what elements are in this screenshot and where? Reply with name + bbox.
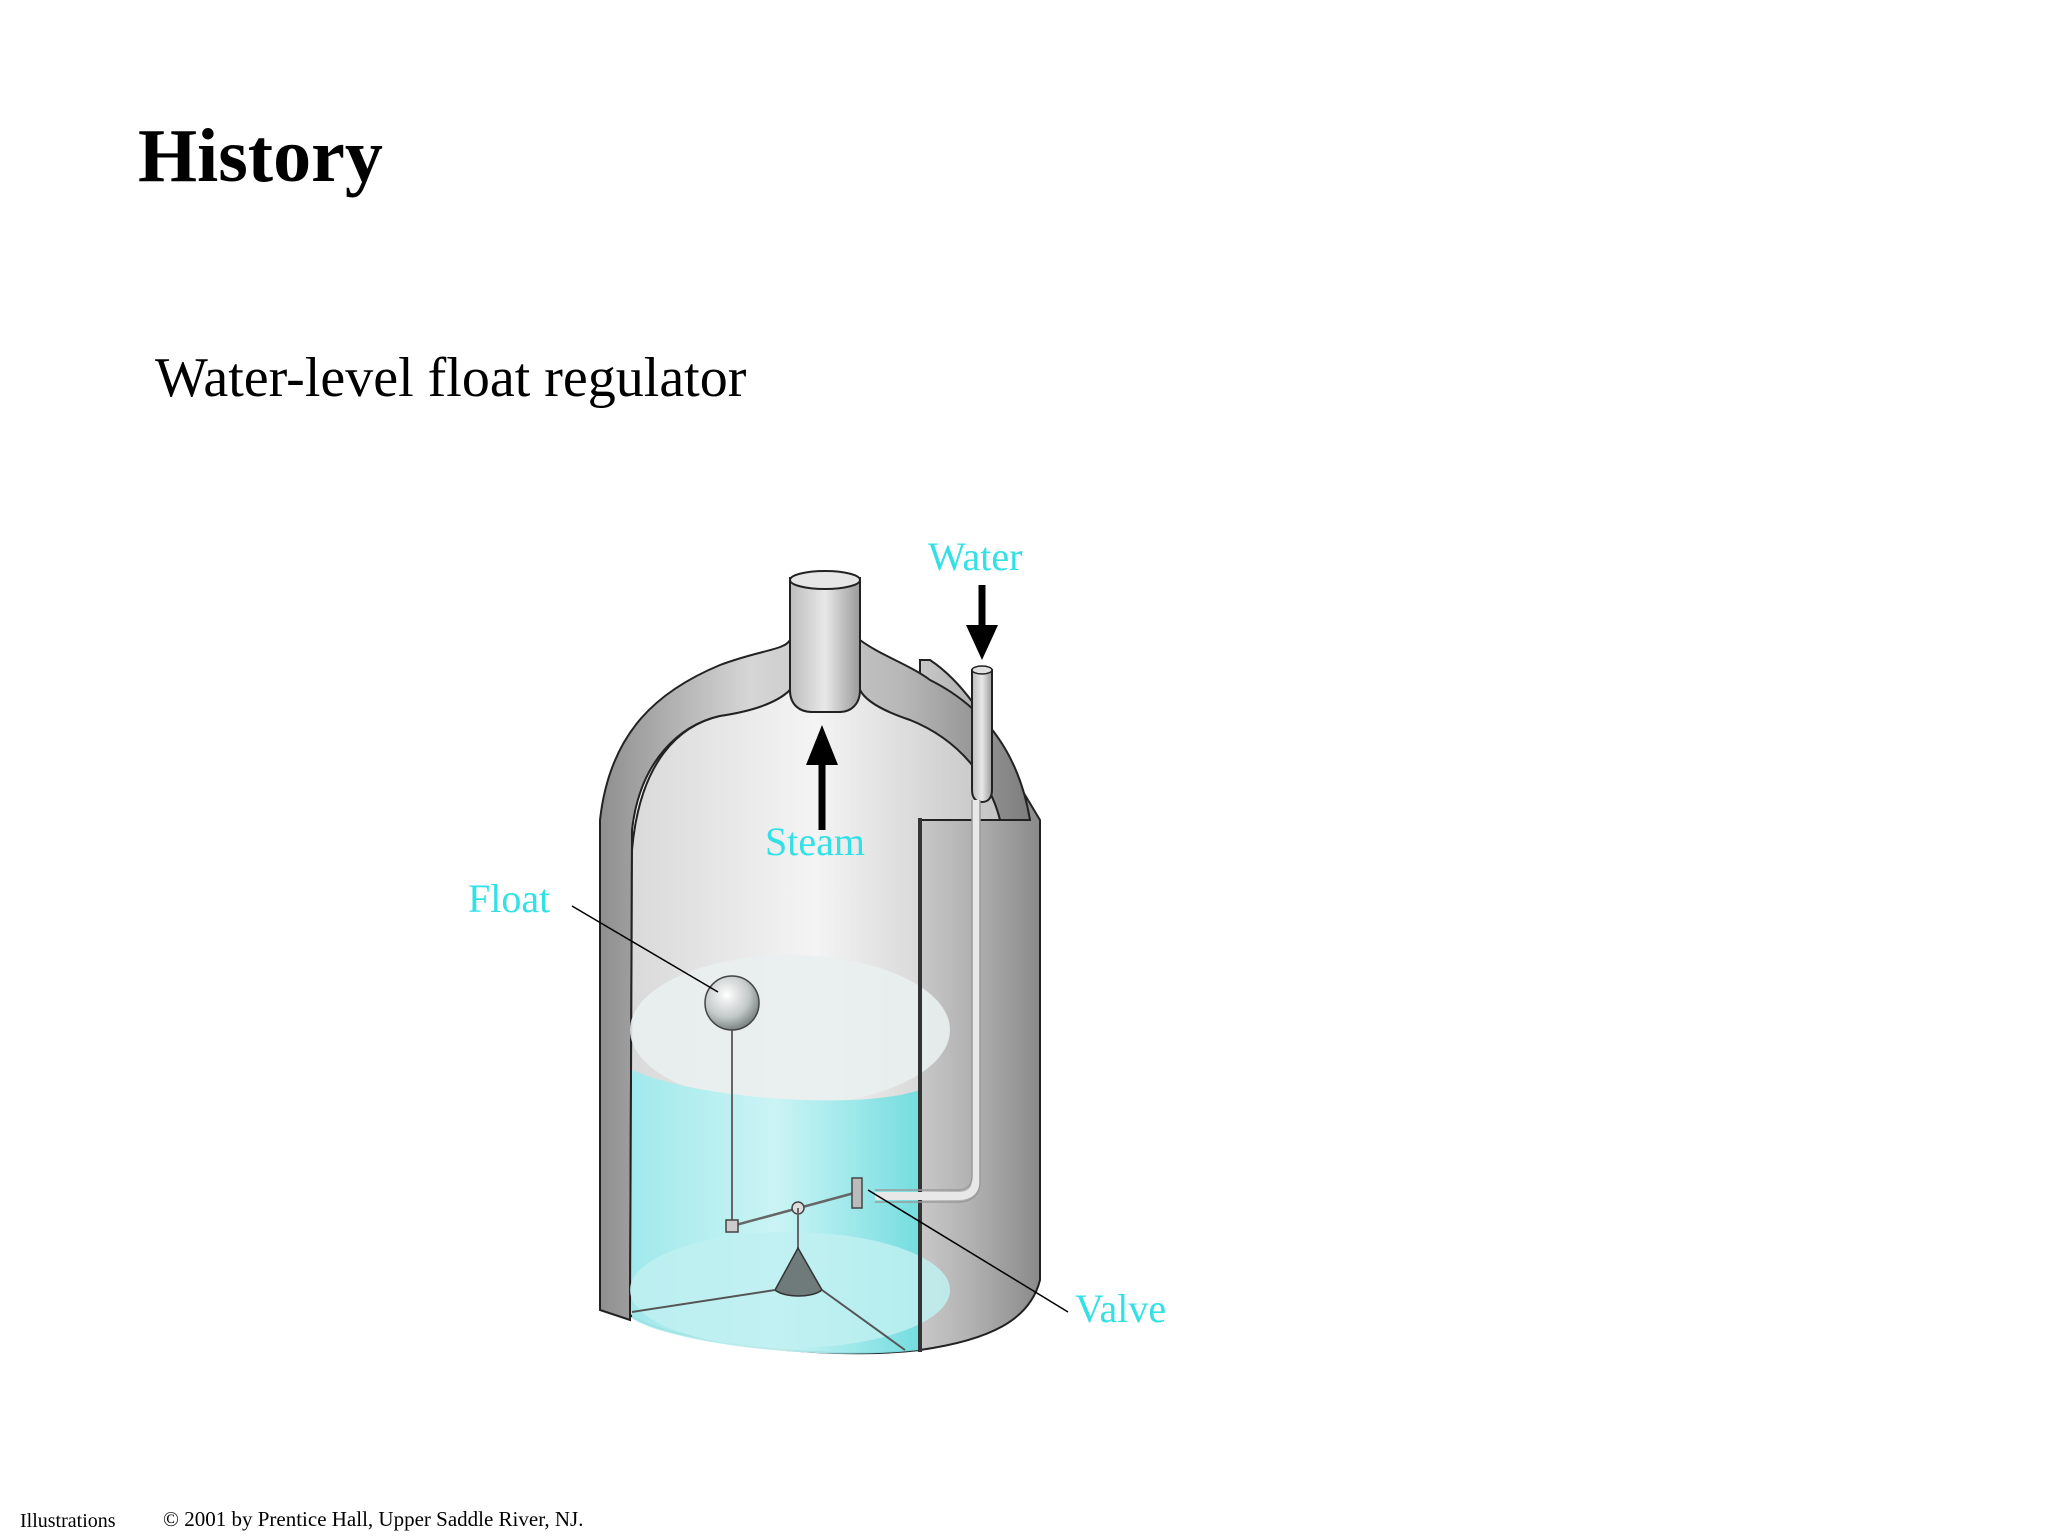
lever-joint bbox=[725, 1219, 739, 1233]
slide-title: History bbox=[138, 114, 383, 198]
label-water: Water bbox=[928, 534, 1023, 579]
support-leg-right bbox=[821, 1289, 906, 1351]
float-leader-line bbox=[571, 905, 719, 993]
label-valve: Valve bbox=[1075, 1286, 1166, 1331]
float-ball bbox=[704, 975, 760, 1031]
water-inlet-opening bbox=[971, 665, 993, 675]
slide-subtitle: Water-level float regulator bbox=[155, 347, 747, 409]
water-surface bbox=[630, 955, 950, 1105]
vessel-cut-face bbox=[918, 818, 922, 1352]
inlet-pipe-internal bbox=[875, 800, 980, 1200]
footer-illustrations-label: Illustrations bbox=[20, 1510, 116, 1532]
label-float: Float bbox=[468, 876, 550, 921]
steam-outlet-opening bbox=[789, 570, 861, 590]
water-flow-arrow bbox=[966, 585, 998, 660]
support-leg-left bbox=[631, 1289, 776, 1313]
steam-outlet-neck bbox=[789, 579, 861, 713]
valve-leader-line bbox=[867, 1189, 1069, 1313]
label-steam: Steam bbox=[765, 819, 865, 864]
valve-body bbox=[851, 1177, 863, 1209]
steam-flow-arrow bbox=[806, 725, 838, 830]
water-inlet-pipe bbox=[971, 669, 993, 804]
footer-copyright: © 2001 by Prentice Hall, Upper Saddle Ri… bbox=[163, 1507, 584, 1531]
support-cone bbox=[774, 1246, 823, 1297]
inlet-pipe-internal-outline bbox=[875, 800, 981, 1203]
